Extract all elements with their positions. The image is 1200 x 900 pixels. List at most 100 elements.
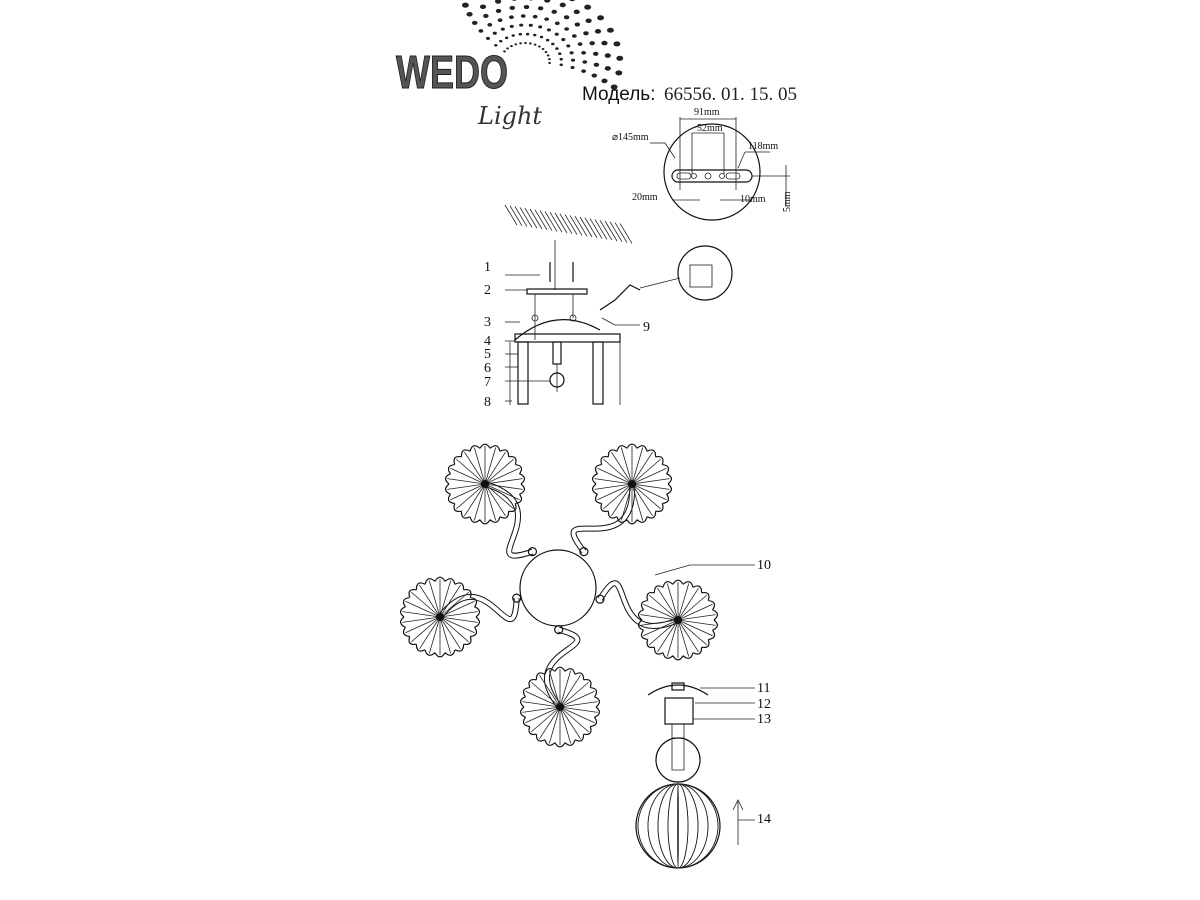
swirl-dot [573,9,580,15]
shade-top-view [570,443,673,557]
swirl-dot [604,53,611,58]
swirl-dot [529,42,532,45]
hatch-line [544,211,558,232]
callout-6: 6 [484,361,491,376]
swirl-dot [604,66,611,71]
shade-top-view [399,576,522,658]
hatch-line [579,216,593,238]
swirl-dot [492,31,497,35]
swirl-dot [533,33,537,37]
swirl-dot [514,43,518,46]
swirl-dot [541,47,545,51]
swirl-dot [593,62,600,67]
swirl-dot [485,36,491,40]
swirl-dot [607,27,614,33]
callout-8: 8 [484,395,491,410]
swirl-dot [545,38,550,42]
callout-9: 9 [643,320,650,335]
dim-52: 52mm [697,123,723,134]
swirl-dot [569,51,574,55]
swirl-dot [511,34,515,37]
swirl-dot [504,36,509,40]
swirl-dot [555,47,559,50]
swirl-dot [554,32,559,36]
swirl-dot [518,32,523,36]
swirl-dot [559,57,563,61]
globe-rib [637,783,719,869]
hatch-line [574,215,588,237]
hatch-line [509,205,523,227]
swirl-dot [495,8,502,13]
callout-4: 4 [484,334,491,349]
callout-12: 12 [757,697,771,712]
swirl-dot [528,23,533,27]
swirl-dot [563,15,570,20]
swirl-dot [524,41,527,45]
swirl-dot [601,78,608,84]
swirl-dot [461,2,469,8]
swirl-dot [569,0,576,2]
swirl-dot [574,22,581,27]
swirl-dot [581,69,587,73]
globe-rib [677,783,679,869]
logo-swirl-dots [461,0,624,90]
swirl-dot [494,43,498,47]
hatch-line [614,222,628,243]
mounting-assembly [504,204,733,405]
swirl-dot [571,34,577,38]
swirl-dot [544,17,550,21]
hatch-line [609,221,623,243]
swirl-dot [570,65,575,70]
swirl-dot [613,41,621,47]
hatch-line [549,211,563,233]
swirl-dot [583,31,589,36]
swirl-dot [506,47,509,50]
wedo-light-logo: WEDO Light [396,0,624,130]
globe-rib [657,783,699,869]
swirl-dot [554,21,560,26]
hatch-line [534,209,548,231]
dim-91: 91mm [694,107,720,118]
chandelier-top-view [399,443,719,748]
hatch-line [529,208,543,230]
swirl-dot [616,55,624,61]
hatch-line [559,213,573,235]
swirl-dot [546,28,551,32]
swirl-dot [577,42,583,46]
swirl-dot [483,13,489,19]
callout-11: 11 [757,681,770,696]
callout-14: 14 [757,812,771,827]
callout-1: 1 [484,260,491,275]
swirl-dot [551,9,557,14]
swirl-dot [478,29,484,33]
hatch-line [619,223,633,244]
swirl-dot [581,51,587,55]
hatch-line [539,210,553,231]
swirl-dot [472,20,478,25]
dim-5: 5mm [782,191,793,212]
swirl-dot [479,4,487,10]
hatch-line [584,217,598,239]
swirl-dot [466,11,473,17]
swirl-dot [497,18,503,22]
dim-diameter: ⌀145mm [612,132,649,143]
swirl-dot [548,58,551,61]
swirl-dot [597,15,604,21]
callout-3: 3 [484,315,491,330]
shade-and-bulb: 11 12 13 14 [635,681,771,869]
callout-5: 5 [484,347,491,362]
swirl-dot [566,44,571,48]
swirl-dot [532,14,538,19]
callout-13: 13 [757,712,771,727]
swirl-dot [519,42,522,45]
swirl-dot [548,61,552,64]
swirl-dot [594,29,602,34]
swirl-dot [511,0,517,1]
logo-brand: WEDO [396,46,508,98]
swirl-dot [546,54,550,57]
shade-top-view [595,579,719,661]
model-number: 66556. 01. 15. 05 [664,84,797,105]
hatch-line [599,219,613,241]
shade-top-view [519,625,601,748]
